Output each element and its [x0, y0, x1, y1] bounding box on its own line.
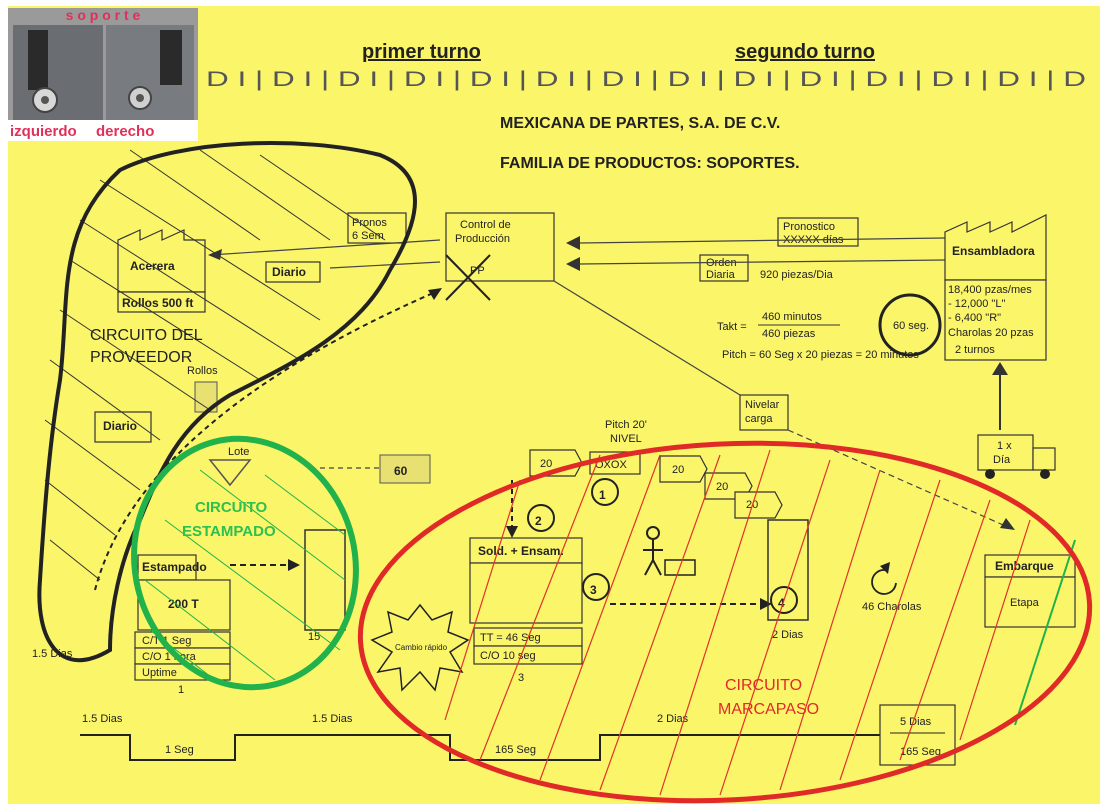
supplier-rolls: Rollos 500 ft [122, 296, 193, 310]
step-3-number: 3 [590, 583, 597, 597]
supplier-loop-label-1: CIRCUITO DEL [90, 327, 203, 344]
customer-demand: 920 piezas/Dia [760, 269, 834, 281]
stamping-loop-label-2: ESTAMPADO [182, 523, 276, 540]
stamping-uptime: Uptime [142, 667, 177, 679]
shipping-name: Embarque [995, 559, 1054, 573]
takt-label: Takt = [717, 321, 747, 333]
takt-result: 60 seg. [893, 320, 929, 332]
customer-data-4: Charolas 20 pzas [948, 327, 1034, 339]
product-thumbnail: s o p o r t e izquierdo derecho [8, 7, 198, 141]
stamping-name: Estampado [142, 560, 207, 574]
leveling-box-line-2: carga [745, 413, 773, 425]
q20-box-4: 20 [735, 492, 782, 518]
q20-label-3: 20 [716, 481, 728, 493]
timeline-total-days: 5 Dias [900, 716, 932, 728]
customer-data-2: - 12,000 "L" [948, 298, 1005, 310]
control-title-1: Control de [460, 219, 511, 231]
q20-label-1: 20 [540, 458, 552, 470]
stamping-operators: 1 [178, 684, 184, 696]
timeline-time-1: 1 Seg [165, 744, 194, 756]
thumbnail-left-label: izquierdo [10, 123, 77, 140]
leveling-box: Nivelar carga [740, 395, 788, 430]
weld-assembly-name: Sold. + Ensam. [478, 544, 564, 558]
step-3-marker: 3 [583, 574, 609, 600]
shift-2-label: segundo turno [735, 41, 875, 63]
timeline-total-time: 165 Seg [900, 746, 941, 758]
customer-order-box: Orden Diaria [700, 255, 748, 281]
customer-factory: Ensambladora 18,400 pzas/mes - 12,000 "L… [945, 215, 1046, 360]
delivery-frequency-2: Día [993, 454, 1011, 466]
q20-box-2: 20 [660, 456, 707, 482]
pitch-level-line-2: NIVEL [610, 433, 642, 445]
customer-data-5: 2 turnos [955, 344, 995, 356]
inventory-15: 15 [308, 631, 320, 643]
step-1-marker: 1 [592, 479, 618, 505]
kanban-60-label: 60 [394, 464, 408, 478]
timeline-days-2: 1.5 Dias [82, 713, 123, 725]
supplier-daily-box: Diario [266, 262, 320, 282]
customer-order-line-2: Diaria [706, 269, 736, 281]
customer-forecast-box: Pronostico XXXXX días [778, 218, 858, 246]
company-name: MEXICANA DE PARTES, S.A. DE C.V. [500, 115, 780, 132]
shipping-process: Embarque Etapa [985, 555, 1075, 627]
customer-name: Ensambladora [952, 244, 1035, 258]
control-title-2: Producción [455, 233, 510, 245]
timeline-time-2: 165 Seg [495, 744, 536, 756]
customer-forecast-line-1: Pronostico [783, 221, 835, 233]
pacemaker-loop-label-1: CIRCUITO [725, 677, 802, 694]
step-2-marker: 2 [528, 505, 554, 531]
supplier-factory: Acerera Rollos 500 ft [118, 230, 205, 312]
weld-takt: TT = 46 Seg [480, 632, 541, 644]
supplier-daily-label: Diario [272, 265, 306, 279]
supplier-forecast-line-1: Pronos [352, 217, 387, 229]
timeline-days-3: 1.5 Dias [312, 713, 353, 725]
leveling-box-line-1: Nivelar [745, 399, 780, 411]
schedule-strip: D I | D I | D I | D I | D I | D I | D I … [206, 68, 1086, 91]
step-2-number: 2 [535, 514, 542, 528]
weld-operators: 3 [518, 672, 524, 684]
delivery-frequency-1: 1 x [997, 440, 1012, 452]
q20-label-2: 20 [672, 464, 684, 476]
customer-data-1: 18,400 pzas/mes [948, 284, 1032, 296]
rolls-label: Rollos [187, 365, 218, 377]
trays-count: 46 Charolas [862, 601, 922, 613]
supplier-daily-label-2: Diario [103, 419, 137, 433]
product-family: FAMILIA DE PRODUCTOS: SOPORTES. [500, 155, 800, 172]
weld-assembly-process: Sold. + Ensam. TT = 46 Seg C/O 10 seg 3 [470, 538, 582, 684]
takt-numerator: 460 minutos [762, 311, 822, 323]
supplier-loop-label-2: PROVEEDOR [90, 349, 192, 366]
step-1-number: 1 [599, 488, 606, 502]
inventory-days: 2 Dias [772, 629, 804, 641]
stamping-loop-label-1: CIRCUITO [195, 499, 268, 516]
supplier-forecast-box: Pronos 6 Sem [348, 213, 406, 243]
pitch-calculation: Pitch = 60 Seg x 20 piezas = 20 minutos [722, 349, 919, 361]
batch-label: Lote [228, 446, 249, 458]
stamping-tonnage: 200 T [168, 597, 199, 611]
takt-denominator: 460 piezas [762, 328, 816, 340]
thumbnail-title: s o p o r t e [66, 7, 141, 23]
weld-changeover: C/O 10 seg [480, 650, 536, 662]
customer-data-3: - 6,400 "R" [948, 312, 1001, 324]
pacemaker-loop-label-2: MARCAPASO [718, 701, 819, 718]
kaizen-label: Cambio rápido [395, 643, 448, 652]
shipping-stage: Etapa [1010, 597, 1040, 609]
pitch-level-line-1: Pitch 20' [605, 419, 647, 431]
thumbnail-right-label: derecho [96, 123, 154, 140]
shift-1-label: primer turno [362, 41, 481, 63]
